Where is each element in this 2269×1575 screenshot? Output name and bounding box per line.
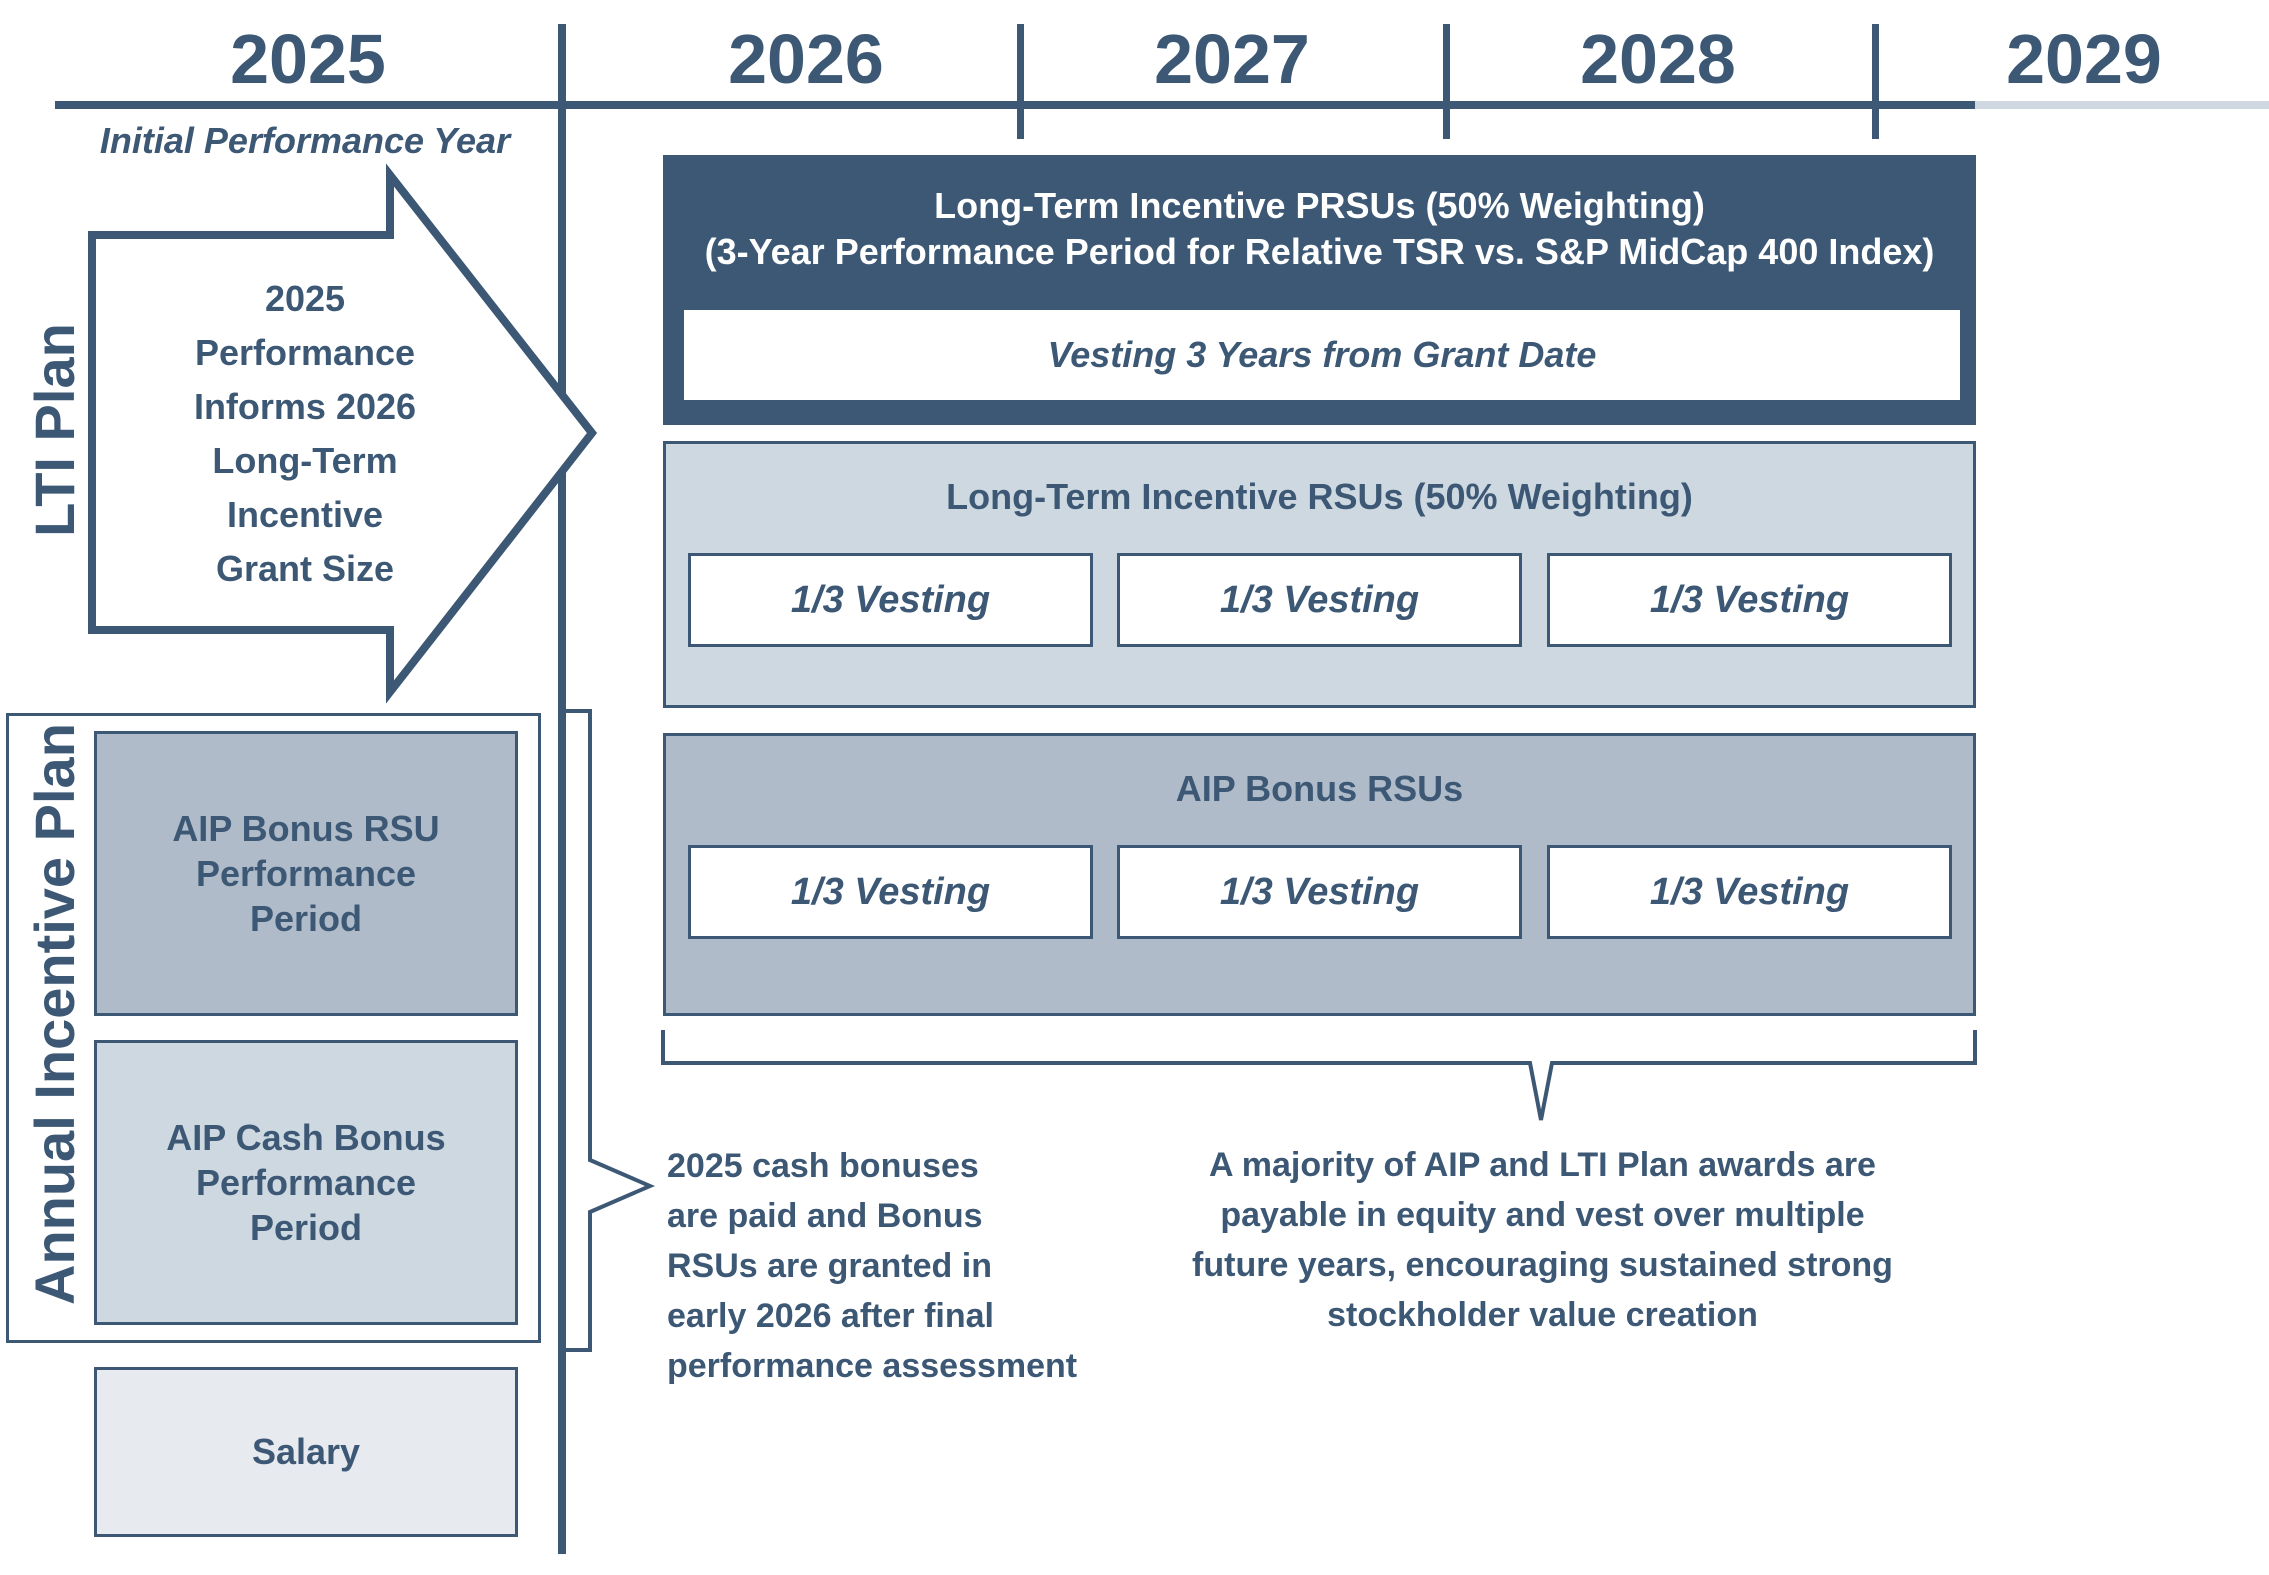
year-2027: 2027 [1154,20,1310,98]
majority-note-line-2: payable in equity and vest over multiple [1220,1196,1865,1234]
prsu-title-line-2: (3-Year Performance Period for Relative … [704,231,1935,272]
divider-2025-2026 [558,24,566,1554]
tick-2027-2028 [1443,24,1450,139]
majority-note-line-4: stockholder value creation [1327,1296,1758,1334]
majority-note: A majority of AIP and LTI Plan awards ar… [1150,1140,1935,1340]
rsu-vesting-2: 1/3 Vesting [1117,553,1522,647]
salary-box: Salary [94,1367,518,1537]
aip-bracket [560,709,656,1352]
awards-brace [661,1030,1977,1121]
year-2026: 2026 [728,20,884,98]
year-2025: 2025 [230,20,386,98]
arrow-line-5: Incentive [226,494,384,535]
rsu-vesting-3: 1/3 Vesting [1547,553,1952,647]
rsu-vesting-1: 1/3 Vesting [688,553,1093,647]
aip-bonus-rsu-period-box: AIP Bonus RSU Performance Period [94,731,518,1016]
aip-cash-bonus-line-1: AIP Cash Bonus [166,1117,446,1158]
timeline-axis [55,101,1975,109]
aip-bonus-rsu-line-3: Period [249,898,363,939]
arrow-line-6: Grant Size [215,548,395,589]
majority-note-line-1: A majority of AIP and LTI Plan awards ar… [1209,1146,1876,1184]
cash-note-line-4: early 2026 after final [667,1297,994,1335]
cash-note-line-1: 2025 cash bonuses [667,1147,979,1185]
initial-performance-year-label: Initial Performance Year [99,120,511,161]
year-2028: 2028 [1580,20,1736,98]
cash-bonus-note: 2025 cash bonuses are paid and Bonus RSU… [667,1141,1127,1391]
aip-rsu-vesting-2: 1/3 Vesting [1117,845,1522,939]
performance-arrow [88,163,598,704]
aip-rsu-vesting-3: 1/3 Vesting [1547,845,1952,939]
aip-rsu-vesting-1: 1/3 Vesting [688,845,1093,939]
prsu-vesting-box: Vesting 3 Years from Grant Date [684,310,1960,400]
cash-note-line-5: performance assessment [667,1347,1078,1385]
aip-cash-bonus-period-box: AIP Cash Bonus Performance Period [94,1040,518,1325]
majority-note-line-3: future years, encouraging sustained stro… [1192,1246,1893,1284]
timeline-axis-extension [1975,101,2269,109]
arrow-line-1: 2025 [264,278,346,319]
aip-cash-bonus-line-3: Period [249,1207,363,1248]
aip-cash-bonus-line-2: Performance [195,1162,417,1203]
aip-rsu-title: AIP Bonus RSUs [1175,768,1464,809]
cash-note-line-2: are paid and Bonus [667,1197,983,1235]
aip-bonus-rsu-line-2: Performance [195,853,417,894]
year-2029: 2029 [2006,20,2162,98]
arrow-line-2: Performance [194,332,416,373]
rsu-title: Long-Term Incentive RSUs (50% Weighting) [946,476,1693,517]
arrow-text: 2025 Performance Informs 2026 Long-Term … [95,272,515,596]
cash-note-line-3: RSUs are granted in [667,1247,992,1285]
aip-bonus-rsu-line-1: AIP Bonus RSU [172,808,440,849]
arrow-line-4: Long-Term [212,440,398,481]
prsu-title: Long-Term Incentive PRSUs (50% Weighting… [663,183,1976,275]
prsu-title-line-1: Long-Term Incentive PRSUs (50% Weighting… [934,185,1705,226]
arrow-line-3: Informs 2026 [193,386,417,427]
tick-2028-2029 [1872,24,1879,139]
tick-2026-2027 [1017,24,1024,139]
aip-frame [6,713,541,1343]
